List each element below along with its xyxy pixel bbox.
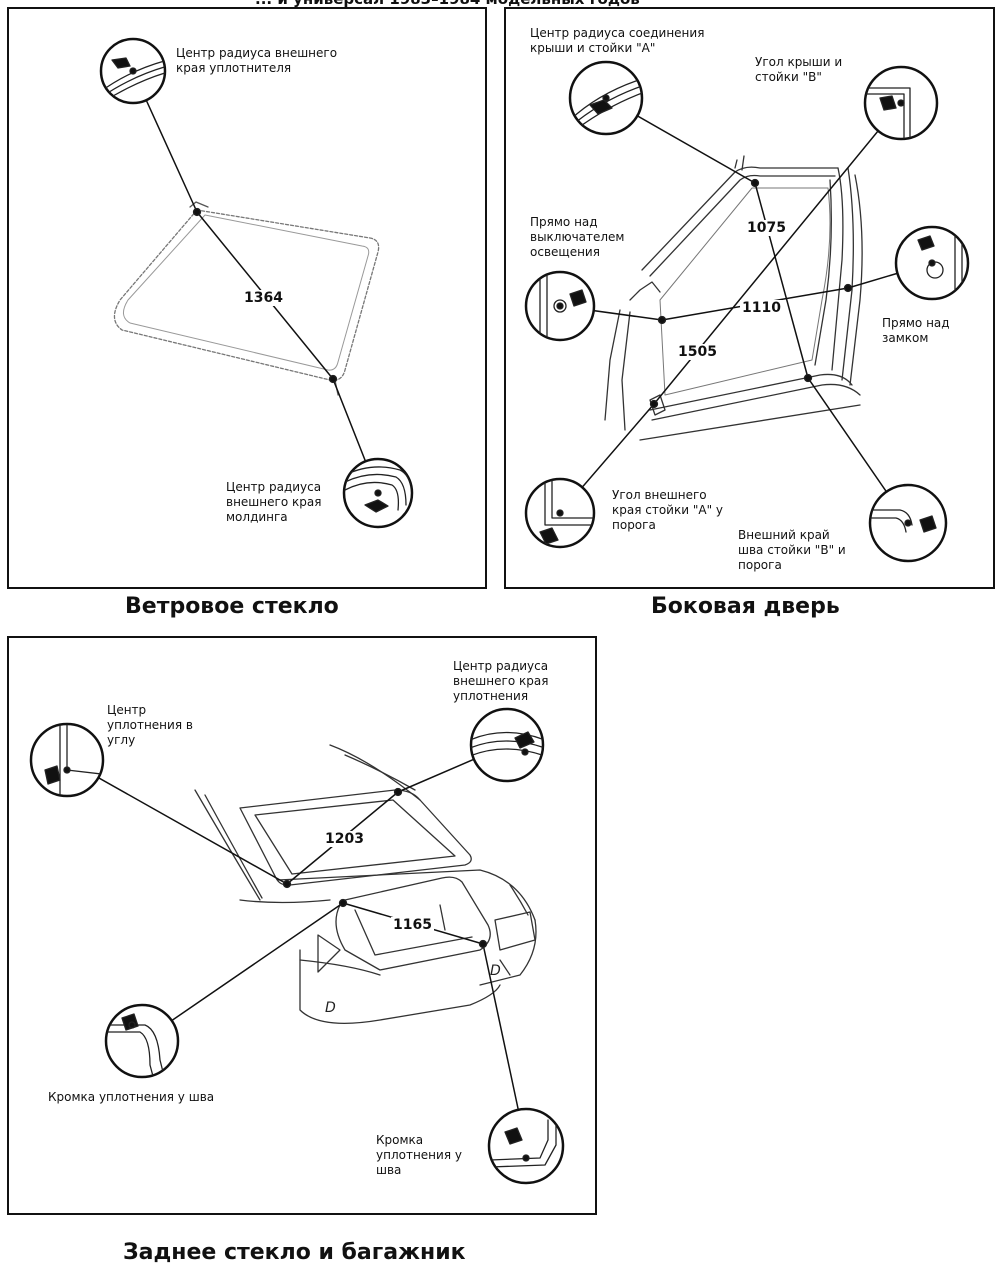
dimension-1364: 1364	[242, 290, 285, 306]
detail-circle-roof-b-pillar	[863, 65, 939, 141]
detail-circle-a-pillar-sill	[524, 477, 596, 549]
windshield-measure-lines	[132, 70, 379, 494]
dimension-1203: 1203	[323, 831, 366, 847]
caption-rear-glass-trunk: Заднее стекло и багажник	[123, 1240, 466, 1265]
measure-point	[192, 207, 202, 217]
label-molding-radius-center: Центр радиуса внешнего края молдинга	[226, 480, 322, 524]
caption-windshield: Ветровое стекло	[125, 594, 339, 619]
label-corner-seal: Центр уплотнения в углу	[107, 703, 193, 747]
label-a-pillar-sill: Угол внешнего края стойки "А" у порога	[612, 488, 724, 532]
detail-circle-lock	[894, 225, 970, 301]
detail-circle-edge-seal-right	[487, 1107, 565, 1185]
dimension-1505: 1505	[676, 344, 719, 360]
dimension-1075: 1075	[745, 220, 788, 236]
page-header-text: ... и универсал 1983–1984 модельных годо…	[255, 0, 640, 8]
dimension-1110: 1110	[740, 300, 783, 316]
detail-circle-edge-seal-left	[104, 1003, 180, 1079]
label-edge-seal-right: Кромка уплотнения у шва	[376, 1133, 462, 1177]
label-edge-seal-left: Кромка уплотнения у шва	[48, 1090, 215, 1104]
detail-circle-outer-seal-radius	[469, 707, 545, 783]
label-roof-a-pillar: Центр радиуса соединения крыши и стойки …	[530, 26, 705, 55]
label-b-pillar-sill: Внешний край шва стойки "В" и порога	[738, 528, 846, 572]
caption-side-door: Боковая дверь	[651, 594, 840, 619]
dimension-1165: 1165	[391, 917, 434, 933]
label-outer-seal-radius: Центр радиуса внешнего края уплотнения	[453, 659, 549, 703]
detail-circle-molding-radius	[342, 457, 414, 529]
label-lock: Прямо над замком	[882, 316, 950, 345]
measure-point	[328, 374, 338, 384]
rear-measure-lines	[66, 744, 527, 1147]
rear-car-outline: D D	[194, 744, 537, 1024]
detail-circle-seal-radius	[99, 37, 167, 105]
side-door-outline	[604, 155, 863, 441]
label-seal-radius-center: Центр радиуса внешнего края уплотнителя	[176, 46, 338, 75]
svg-text:D: D	[325, 1000, 336, 1016]
label-roof-b-pillar: Угол крыши и стойки "В"	[755, 55, 843, 84]
svg-text:D: D	[490, 963, 501, 979]
label-light-switch: Прямо над выключателем освещения	[530, 215, 625, 259]
detail-circle-light-switch	[524, 270, 596, 342]
detail-circle-roof-a-pillar	[568, 60, 644, 136]
detail-circle-b-pillar-sill	[868, 483, 948, 563]
detail-circle-corner-seal	[29, 722, 105, 798]
